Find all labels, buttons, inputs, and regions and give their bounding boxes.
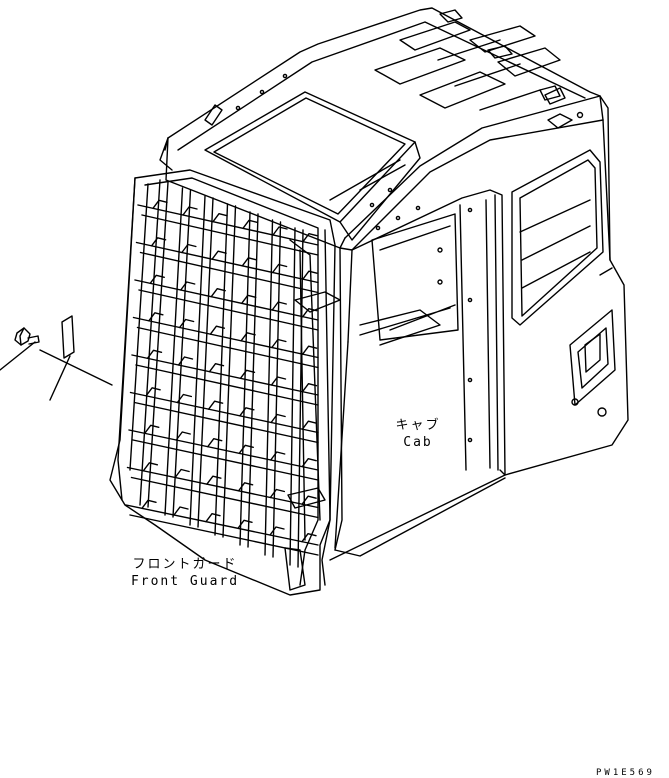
guard-cell	[141, 499, 157, 510]
guard-cell	[182, 206, 198, 216]
guard-horizontal-slat-edge	[138, 289, 319, 331]
guard-cell	[269, 488, 286, 499]
guard-vertical-bar-edge	[147, 181, 169, 508]
guard-cell	[270, 376, 287, 386]
guard-cell	[270, 413, 286, 424]
guard-vertical-bar-edge	[172, 189, 192, 518]
guard-cell	[207, 400, 224, 410]
guard-horizontal-slat	[126, 466, 319, 509]
guard-cell	[241, 294, 257, 305]
cab-label-japanese: キャブ	[395, 418, 441, 433]
guard-cell	[238, 444, 254, 455]
guard-vertical-bar	[214, 203, 229, 536]
guard-cell	[144, 424, 160, 435]
guard-cell	[178, 318, 195, 329]
guard-vertical-bar-edge	[222, 205, 237, 538]
guard-cell	[302, 270, 318, 280]
guard-vertical-bar	[189, 195, 206, 526]
front-guard-label-english: Front Guard	[130, 574, 240, 589]
guard-cell	[207, 437, 223, 448]
guard-cell	[301, 382, 318, 393]
guard-cell	[301, 457, 317, 468]
guard-cell	[173, 506, 189, 516]
guard-cell	[271, 338, 287, 349]
guard-horizontal-slat	[135, 241, 319, 284]
guard-cell	[205, 512, 221, 523]
guard-cell	[301, 495, 317, 505]
guard-vertical-bar-edge	[297, 229, 304, 568]
front-guard-grid	[125, 179, 319, 568]
guard-cell	[177, 356, 194, 366]
guard-vertical-bar-edge	[272, 221, 282, 558]
guard-cell	[148, 312, 164, 322]
guard-cell	[239, 407, 255, 417]
guard-cell	[237, 482, 254, 492]
guard-horizontal-slat-edge	[135, 364, 319, 406]
guard-vertical-bar	[139, 179, 161, 506]
guard-horizontal-slat	[137, 204, 319, 246]
guard-cell	[269, 526, 285, 536]
guard-vertical-bar	[264, 219, 274, 556]
guard-cell	[271, 301, 287, 311]
guard-vertical-bar	[289, 227, 296, 566]
guard-cell	[152, 199, 168, 210]
guard-cell	[175, 431, 191, 441]
guard-cell	[239, 369, 256, 380]
guard-cell	[206, 475, 222, 485]
guard-horizontal-slat-edge	[141, 214, 319, 256]
cab-label-english: Cab	[403, 435, 433, 450]
guard-vertical-bar-edge	[197, 197, 214, 528]
guard-cell	[149, 274, 165, 285]
guard-horizontal-slat	[125, 504, 319, 546]
guard-cell	[180, 281, 196, 291]
guard-horizontal-slat-edge	[136, 326, 319, 369]
cab-body	[159, 7, 629, 586]
guard-cell	[174, 468, 190, 479]
guard-horizontal-slat	[132, 316, 319, 359]
guard-cell	[210, 287, 226, 298]
guard-cell	[212, 212, 228, 223]
guard-cell	[146, 349, 163, 360]
guard-horizontal-slat	[128, 429, 319, 471]
guard-cell	[272, 226, 288, 236]
guard-cell	[142, 462, 159, 472]
guard-cell	[240, 332, 256, 342]
guard-horizontal-slat-edge	[133, 401, 319, 444]
guard-cell	[211, 250, 227, 260]
guard-cell	[241, 257, 258, 267]
guard-horizontal-slat	[131, 354, 319, 396]
guard-horizontal-slat-edge	[130, 476, 319, 519]
guard-vertical-bar	[164, 187, 184, 516]
guard-horizontal-slat-edge	[132, 439, 319, 481]
guard-cell	[271, 263, 288, 274]
guard-cell	[176, 393, 193, 404]
guard-horizontal-slat-edge	[129, 514, 319, 556]
drawing-code: PW1E569	[596, 768, 655, 778]
guard-cell	[208, 362, 225, 373]
cab-top-accessory	[544, 87, 584, 129]
guard-horizontal-slat	[134, 279, 319, 321]
guard-horizontal-slat	[129, 391, 319, 434]
guard-cell	[302, 307, 318, 318]
front-guard	[109, 169, 341, 596]
guard-cell	[302, 232, 318, 243]
guard-cell	[301, 345, 318, 355]
guard-cell	[145, 387, 161, 397]
guard-cell	[237, 519, 253, 530]
guard-cell	[150, 237, 167, 247]
bolt-and-washer	[0, 315, 113, 401]
guard-cell	[181, 243, 197, 254]
front-guard-label-japanese: フロントガード	[132, 557, 238, 572]
guard-horizontal-slat-edge	[139, 251, 319, 294]
guard-cell	[270, 451, 286, 461]
guard-cell	[242, 219, 258, 230]
guard-cell	[301, 532, 317, 543]
guard-cell	[209, 325, 226, 335]
guard-cell	[301, 420, 318, 430]
